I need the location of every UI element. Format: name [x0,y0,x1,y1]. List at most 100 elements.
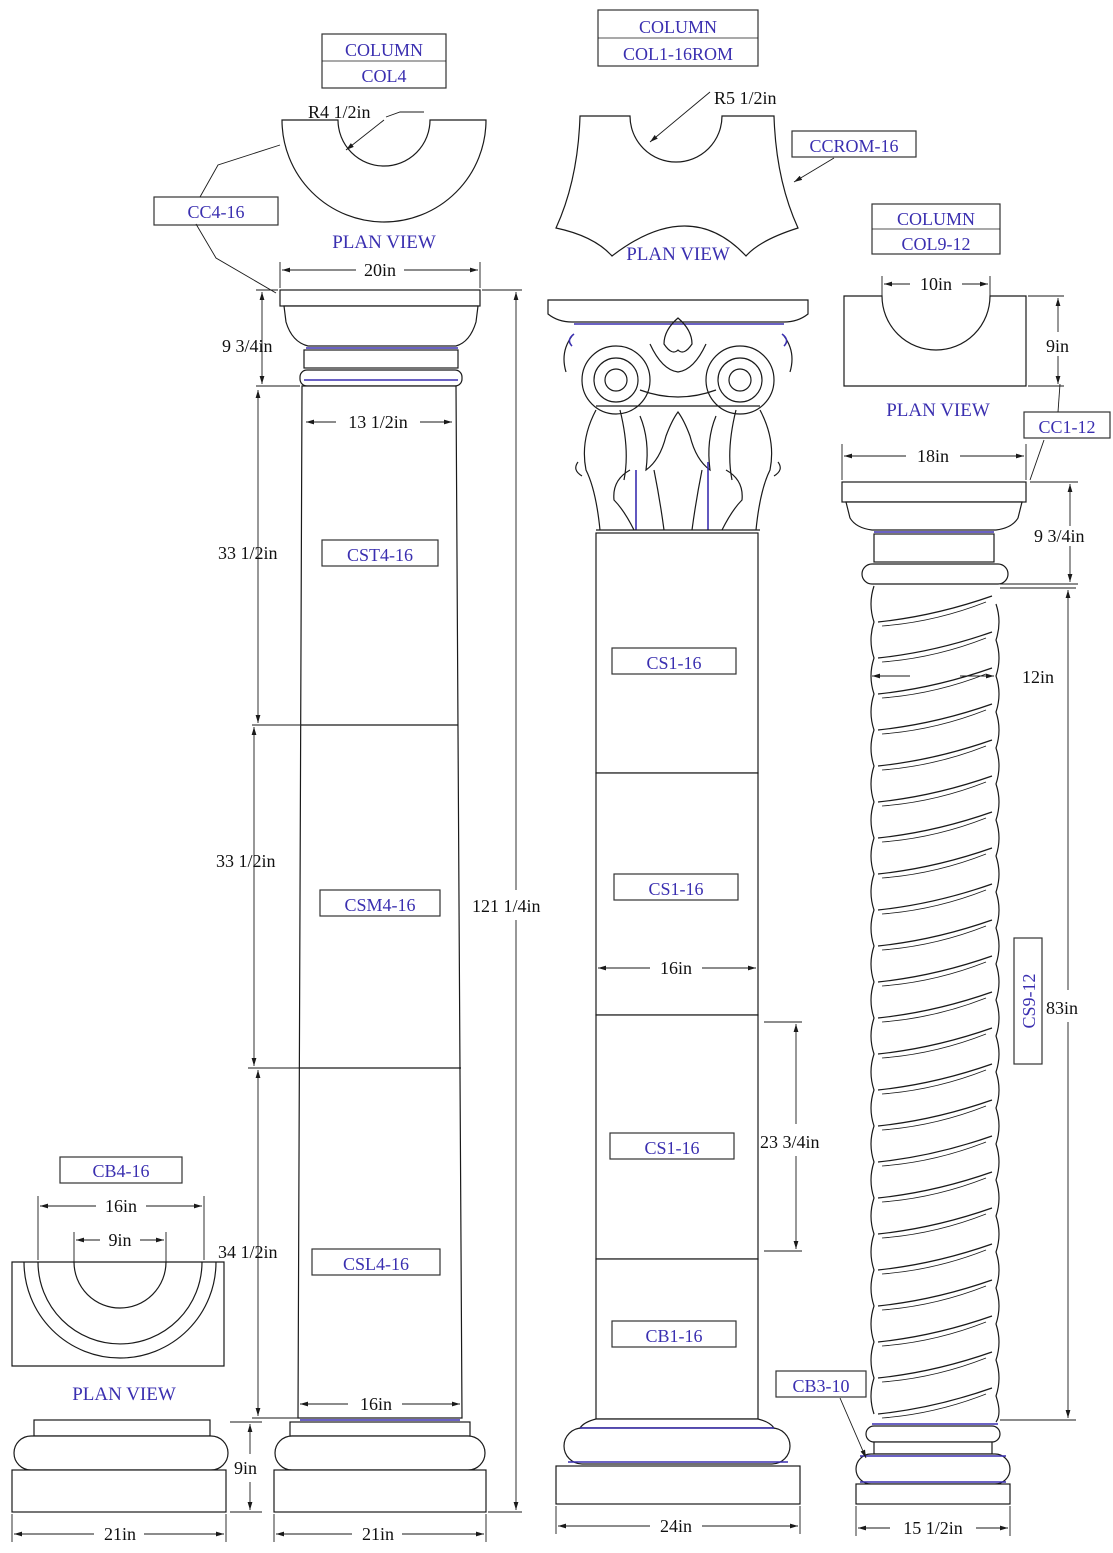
col9-cap-width: 18in [917,446,949,466]
twisted-shaft-groove [877,667,993,695]
twisted-shaft-groove [877,847,993,875]
col4-capital-code: CC4-16 [187,202,244,222]
col9-capital-code: CC1-12 [1038,417,1095,437]
col4-section-code-top: CST4-16 [347,545,413,565]
twisted-shaft-groove [877,775,993,803]
twisted-shaft-groove-shade [881,1249,987,1275]
twisted-shaft-groove-shade [881,1033,987,1059]
col9-title-line1: COLUMN [897,209,975,229]
twisted-shaft-groove [877,919,993,947]
twisted-shaft-left-edge [870,585,875,1415]
twisted-shaft-groove [877,631,993,659]
col1-plan-view-label: PLAN VIEW [626,244,730,265]
twisted-shaft-groove [877,1279,993,1307]
col4-section-height-middle: 33 1/2in [216,851,276,871]
twisted-shaft-groove [877,1387,993,1415]
col1-title-line1: COLUMN [639,17,717,37]
col4-plan-view-label: PLAN VIEW [332,232,436,253]
twisted-shaft-groove-shade [881,1393,987,1419]
col4-title-line1: COLUMN [345,40,423,60]
twisted-shaft-groove-shade [881,709,987,735]
twisted-shaft-groove-shade [881,781,987,807]
col9-shaft-code: CS9-12 [1019,973,1039,1028]
base-plan-code: CB4-16 [92,1161,149,1181]
twisted-shaft-groove [877,1099,993,1127]
twisted-shaft-groove [877,739,993,767]
twisted-shaft-groove-shade [881,889,987,915]
twisted-shaft-groove [877,1063,993,1091]
col9-title-block: COLUMN COL9-12 [871,203,1001,255]
twisted-shaft-groove [877,1171,993,1199]
col1-title-block: COLUMN COL1-16ROM [597,9,759,67]
twisted-shaft-groove-shade [881,1105,987,1131]
col1-base-width: 24in [660,1516,692,1536]
twisted-shaft-groove-shade [881,673,987,699]
col4-total-height: 121 1/4in [472,896,541,916]
twisted-shaft-groove-shade [881,925,987,951]
col4-section-height-lower: 34 1/2in [218,1242,278,1262]
col4-cap-height: 9 3/4in [222,336,273,356]
col1-capital-code: CCROM-16 [809,136,898,156]
twisted-shaft-fill [874,586,996,1422]
col4-title-block: COLUMN COL4 [321,33,447,89]
col1-elevation: CS1-16 CS1-16 CS1-16 CB1-16 16in 23 3/4i… [555,532,820,1536]
col4-top-shaft-width: 13 1/2in [348,412,408,432]
twisted-shaft-groove [877,703,993,731]
col1-section-code-2: CS1-16 [648,879,703,899]
col9-shaft-diameter: 12in [1022,667,1054,687]
twisted-shaft-groove [877,1207,993,1235]
twisted-shaft-groove-shade [881,1321,987,1347]
col1-base-code: CB1-16 [645,1326,702,1346]
base-plan-outer-width: 16in [105,1196,137,1216]
col1-title-line2: COL1-16ROM [623,44,733,64]
col9-base-code: CB3-10 [792,1376,849,1396]
col1-capital-plan: R5 1/2in CCROM-16 PLAN VIEW [555,88,917,265]
col9-title-line2: COL9-12 [902,234,971,254]
twisted-shaft-groove-shade [881,1141,987,1167]
twisted-shaft-groove-shade [881,745,987,771]
col1-section-code-3: CS1-16 [644,1138,699,1158]
col4-capital-plan: R4 1/2in PLAN VIEW [281,102,487,253]
twisted-shaft-groove-shade [881,997,987,1023]
twisted-shaft-groove [877,1243,993,1271]
twisted-shaft-groove [877,595,993,623]
col4-bottom-shaft-width: 16in [360,1394,392,1414]
base-plan: CB4-16 16in 9in PLAN VIEW 9in 21in [11,1156,262,1544]
col4-section-code-middle: CSM4-16 [344,895,415,915]
col1-plan-radius: R5 1/2in [714,88,777,108]
twisted-shaft-groove [877,883,993,911]
twisted-shaft-groove-shade [881,1285,987,1311]
twisted-shaft-groove-shade [881,1069,987,1095]
col9-shaft-height: 83in [1046,998,1078,1018]
twisted-shaft-groove [877,811,993,839]
col9-twisted-shaft [870,585,1000,1423]
col9-plan-depth: 9in [1046,336,1069,356]
col4-plan-radius: R4 1/2in [308,102,371,122]
twisted-shaft-groove [877,1315,993,1343]
twisted-shaft-groove-shade [881,1177,987,1203]
col1-section-height: 23 3/4in [760,1132,820,1152]
base-plan-inner-width: 9in [108,1230,131,1250]
col4-section-height-top: 33 1/2in [218,543,278,563]
base-plan-view-label: PLAN VIEW [72,1384,176,1405]
col4-cap-width: 20in [364,260,396,280]
twisted-shaft-groove [877,1351,993,1379]
col4-capital-code-label: CC4-16 [153,144,281,294]
twisted-shaft-groove-shade [881,1357,987,1383]
twisted-shaft-groove [877,1027,993,1055]
col9-capital-plan: 10in 9in PLAN VIEW CC1-12 [843,274,1111,481]
col4-base-width: 21in [362,1524,394,1544]
col1-corinthian-capital [547,299,809,531]
twisted-shaft-right-edge [995,603,1000,1423]
col9-elevation: 18in 9 3/4in 12in CS9-12 83in [775,444,1085,1538]
col9-plan-width: 10in [920,274,952,294]
col4-section-code-lower: CSL4-16 [343,1254,409,1274]
base-plan-height: 9in [234,1458,257,1478]
col4-title-line2: COL4 [362,66,407,86]
twisted-shaft-groove-shade [881,817,987,843]
twisted-shaft-groove [877,955,993,983]
twisted-shaft-groove-shade [881,961,987,987]
col1-shaft-width: 16in [660,958,692,978]
twisted-shaft-groove [877,1135,993,1163]
twisted-shaft-groove-shade [881,853,987,879]
